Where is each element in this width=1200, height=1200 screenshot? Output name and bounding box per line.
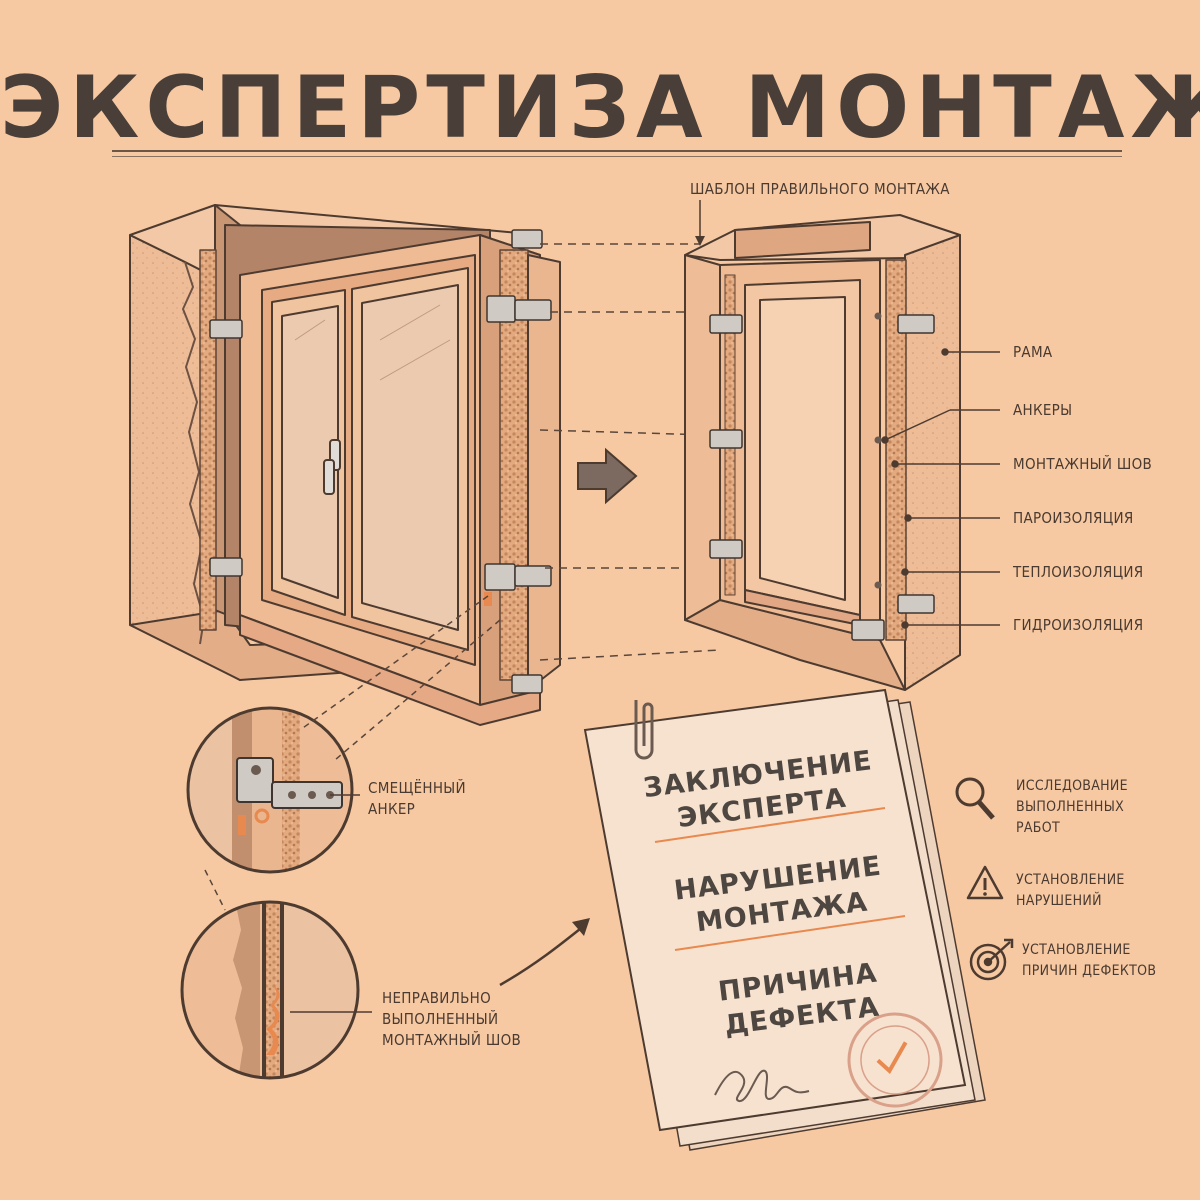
right-wall-bottom <box>684 599 906 691</box>
left-sill <box>239 614 541 726</box>
detail-guide-lines <box>204 595 501 911</box>
service-research-line3: РАБОТ <box>1016 820 1060 836</box>
left-foam-left <box>199 249 217 631</box>
approval-stamp <box>847 1012 943 1108</box>
page-title: ЭКСПЕРТИЗА МОНТАЖА <box>0 58 1200 158</box>
doc-divider-1 <box>654 807 886 843</box>
title-divider-thin <box>112 156 1122 157</box>
curved-arrow <box>499 924 586 987</box>
layer-label-frame: РАМА <box>1013 343 1053 361</box>
right-header <box>734 221 871 259</box>
anchor-detail-label: СМЕЩЁННЫЙ АНКЕР <box>368 778 466 820</box>
service-research-line2: ВЫПОЛНЕННЫХ <box>1016 799 1125 815</box>
right-wall-right <box>904 234 961 691</box>
left-window-installation <box>129 204 561 726</box>
warning-icon <box>966 865 1004 900</box>
seam-detail-line3: МОНТАЖНЫЙ ШОВ <box>382 1031 522 1049</box>
layer-label-vapor: ПАРОИЗОЛЯЦИЯ <box>1013 509 1134 527</box>
service-violations-line1: УСТАНОВЛЕНИЕ <box>1016 872 1125 888</box>
left-anchors <box>209 229 552 694</box>
seam-detail-line1: НЕПРАВИЛЬНО <box>382 989 492 1007</box>
service-causes-line2: ПРИЧИН ДЕФЕКТОВ <box>1022 963 1157 979</box>
service-causes-line1: УСТАНОВЛЕНИЕ <box>1022 942 1131 958</box>
service-research: ИССЛЕДОВАНИЕ ВЫПОЛНЕННЫХ РАБОТ <box>1016 776 1128 839</box>
right-glass <box>759 296 846 601</box>
layer-leaders <box>881 348 1000 629</box>
anchor-detail-line2: АНКЕР <box>368 800 416 818</box>
seam-detail-line2: ВЫПОЛНЕННЫЙ <box>382 1010 499 1028</box>
layer-label-anchors: АНКЕРЫ <box>1013 401 1073 419</box>
signature <box>714 1069 810 1102</box>
template-label: ШАБЛОН ПРАВИЛЬНОГО МОНТАЖА <box>690 180 950 198</box>
layer-label-water: ГИДРОИЗОЛЯЦИЯ <box>1013 616 1144 634</box>
doc-divider-2 <box>674 915 906 951</box>
detail-circle-anchor <box>186 706 354 874</box>
magnifier-icon <box>955 777 995 820</box>
title-divider <box>112 150 1122 152</box>
left-glass-left <box>281 305 339 599</box>
right-anchor-screws <box>874 312 882 589</box>
detail-circle-seam <box>180 900 360 1080</box>
service-violations-line2: НАРУШЕНИЙ <box>1016 893 1102 909</box>
target-icon <box>969 938 1014 981</box>
expert-report-document <box>583 688 986 1151</box>
paperclip-icon <box>634 700 654 760</box>
layer-label-seam: МОНТАЖНЫЙ ШОВ <box>1013 455 1153 473</box>
seam-detail-label: НЕПРАВИЛЬНО ВЫПОЛНЕННЫЙ МОНТАЖНЫЙ ШОВ <box>382 988 521 1051</box>
left-defect-mark <box>484 592 492 606</box>
service-causes: УСТАНОВЛЕНИЕ ПРИЧИН ДЕФЕКТОВ <box>1022 940 1156 982</box>
service-research-line1: ИССЛЕДОВАНИЕ <box>1016 778 1128 794</box>
layer-label-thermal: ТЕПЛОИЗОЛЯЦИЯ <box>1013 563 1144 581</box>
right-anchors <box>709 314 935 641</box>
left-glass-right <box>361 284 459 631</box>
service-violations: УСТАНОВЛЕНИЕ НАРУШЕНИЙ <box>1016 870 1125 912</box>
anchor-detail-line1: СМЕЩЁННЫЙ <box>368 779 466 797</box>
left-wall-break <box>182 261 205 645</box>
right-window-template <box>684 214 961 691</box>
direction-arrow <box>577 447 638 505</box>
right-foam <box>885 259 907 641</box>
